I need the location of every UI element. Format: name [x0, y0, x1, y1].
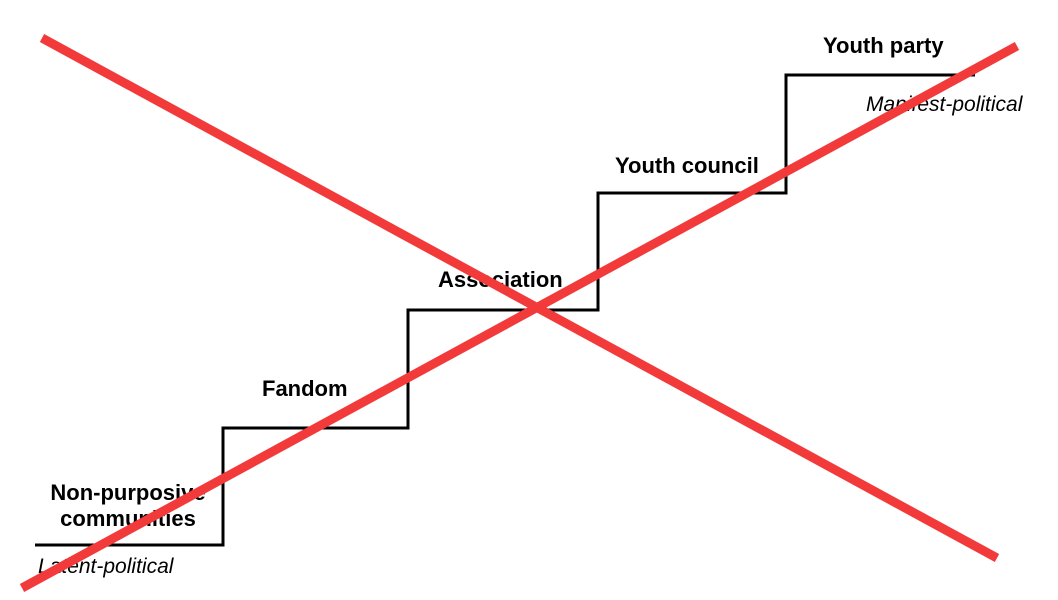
step-label-non-purposive-communities: Non-purposive communities	[40, 480, 216, 532]
step-label-youth-party: Youth party	[823, 33, 944, 58]
pole-label-manifest-political: Manifest-political	[866, 93, 1023, 116]
step-label-association: Association	[438, 267, 563, 292]
step-label-line-2: communities	[60, 506, 196, 531]
step-label-line-1: Non-purposive	[50, 480, 206, 505]
step-label-youth-council: Youth council	[615, 153, 759, 178]
staircase-line	[35, 73, 975, 547]
pole-label-latent-political: Latent-political	[38, 555, 174, 578]
step-label-fandom: Fandom	[262, 376, 348, 401]
